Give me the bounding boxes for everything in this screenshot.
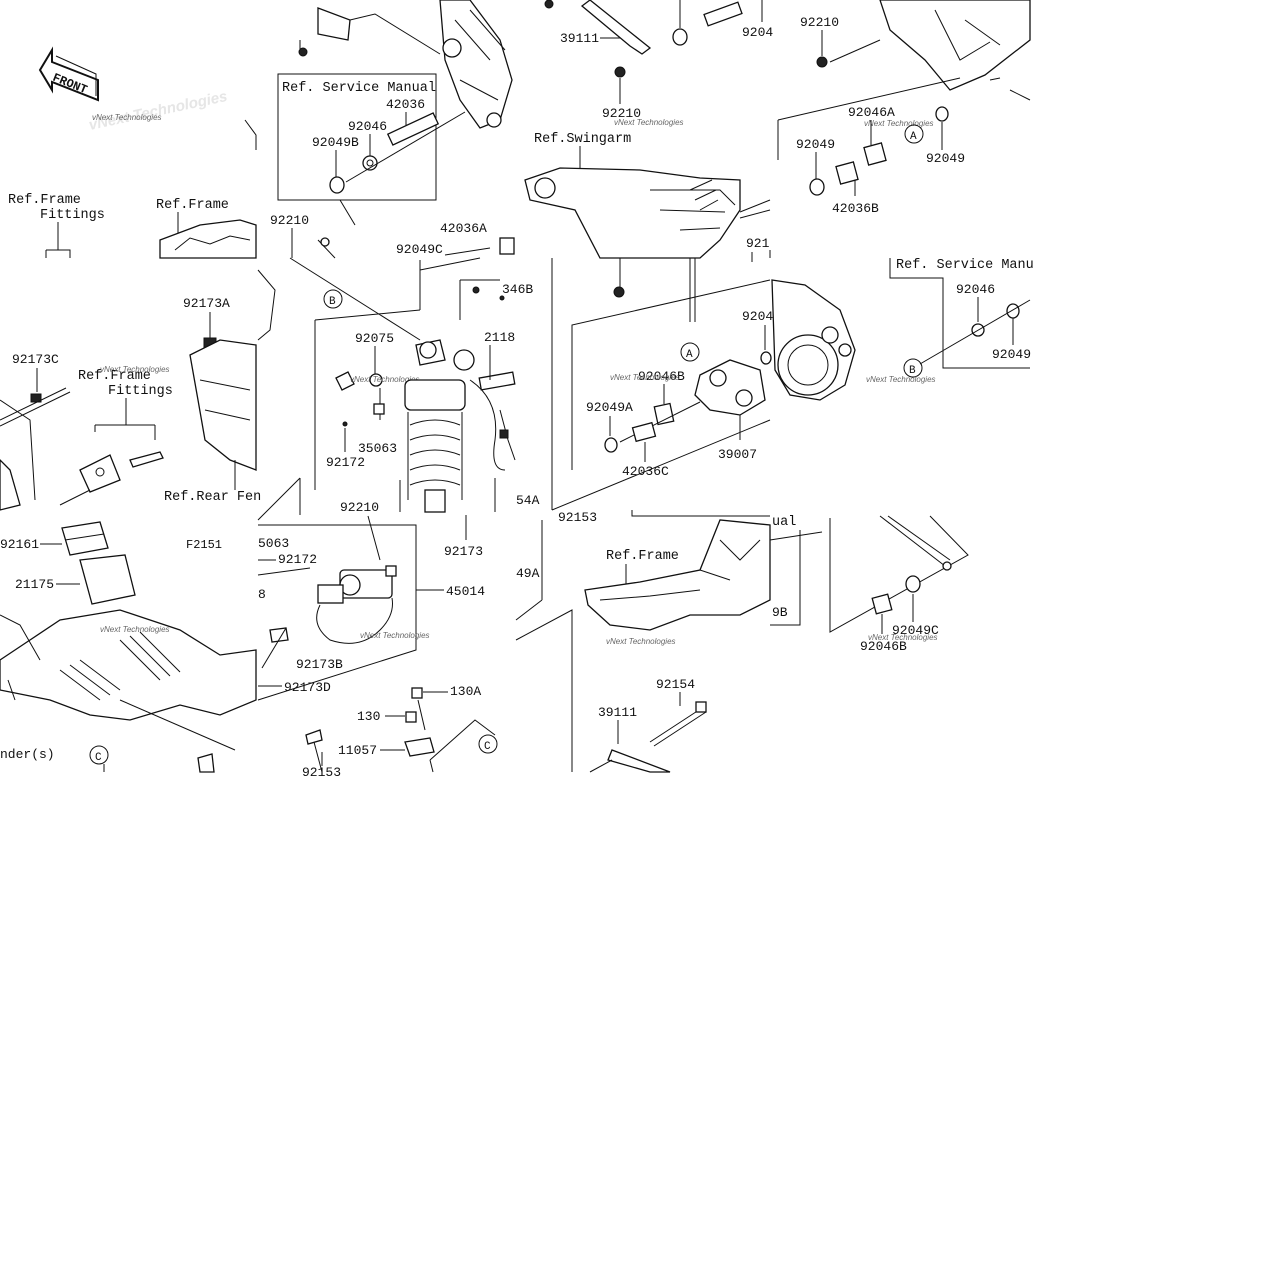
label-92210: 92210 bbox=[270, 213, 309, 228]
tile-row3-2: 92210 92173 5063 92172 45014 8 92173B 92… bbox=[257, 477, 498, 780]
label-ref-frame-1: Ref.Frame bbox=[156, 198, 229, 213]
label-9204-b: 9204 bbox=[742, 309, 773, 324]
label-ref-rear-fender: Ref.Rear Fen bbox=[164, 490, 261, 505]
label-5063: 5063 bbox=[258, 536, 289, 551]
label-92046a: 92046A bbox=[848, 105, 895, 120]
callout-c-right: C bbox=[484, 741, 491, 753]
label-130: 130 bbox=[357, 709, 380, 724]
label-346b: 346B bbox=[502, 282, 533, 297]
watermark-small: vNext Technologies bbox=[92, 113, 162, 122]
tile-row3-4: 92049C 92046B vNext Technologies bbox=[769, 515, 969, 654]
label-92046-c: 92046 bbox=[956, 282, 995, 297]
label-92172-b: 92172 bbox=[278, 552, 317, 567]
label-92153-b: 92153 bbox=[558, 510, 597, 525]
label-92173c: 92173C bbox=[12, 352, 59, 367]
label-92046b-b: 92046B bbox=[860, 639, 907, 654]
tile-row2-3: 921 9204 A 92046B vNext Technologies 390… bbox=[551, 236, 773, 511]
label-21175: 21175 bbox=[15, 577, 54, 592]
label-92046b: 92046B bbox=[638, 369, 685, 384]
label-92049-left: 92049 bbox=[796, 137, 835, 152]
label-921: 921 bbox=[746, 236, 770, 251]
label-130a: 130A bbox=[450, 684, 481, 699]
label-35063: 35063 bbox=[358, 441, 397, 456]
label-39111-b: 39111 bbox=[598, 705, 637, 720]
tile-row3-3: 92153 49A Ref.Frame vNext Technologies u… bbox=[515, 510, 801, 773]
watermark-3: vNext Technologies bbox=[864, 119, 934, 128]
label-92049-d: 92049 bbox=[992, 347, 1031, 362]
label-8: 8 bbox=[258, 587, 266, 602]
watermark-10: vNext Technologies bbox=[606, 637, 676, 646]
label-92173d: 92173D bbox=[284, 680, 331, 695]
watermark-5: vNext Technologies bbox=[350, 375, 420, 384]
tile-row3-1: 92161 21175 F2151 vNext Technologies C n… bbox=[0, 521, 257, 773]
label-92075: 92075 bbox=[355, 331, 394, 346]
label-92049-right: 92049 bbox=[926, 151, 965, 166]
tile-row2-4: Ref. Service Manu 92046 92049 B vNext Te… bbox=[771, 258, 1034, 401]
label-ref-service-manual-2: Ref. Service Manu bbox=[896, 258, 1034, 273]
watermark-11: vNext Technologies bbox=[868, 633, 938, 642]
label-49a: 49A bbox=[516, 566, 540, 581]
preload-adjuster bbox=[316, 565, 397, 644]
label-92049c-b: 92049C bbox=[892, 623, 939, 638]
label-92049b: 92049B bbox=[312, 135, 359, 150]
tile-top-2: Ref. Service Manual 42036 92046 92049B 9… bbox=[270, 0, 513, 259]
label-ref-swingarm: Ref.Swingarm bbox=[534, 132, 631, 147]
callout-b-right: B bbox=[909, 365, 916, 377]
callout-a-mid: A bbox=[686, 349, 693, 361]
label-54a: 54A bbox=[516, 493, 540, 508]
label-nders: nder(s) bbox=[0, 747, 55, 762]
label-92049c: 92049C bbox=[396, 242, 443, 257]
watermark-9: vNext Technologies bbox=[360, 631, 430, 640]
label-92173-mid: 92173 bbox=[444, 544, 483, 559]
tile-row2-2: 42036A 92049C B 346B 2118 92075 vNext Te… bbox=[289, 221, 540, 513]
label-ref-frame-3: Ref.Frame bbox=[606, 549, 679, 564]
label-92172: 92172 bbox=[326, 455, 365, 470]
label-92173a: 92173A bbox=[183, 296, 230, 311]
tile-row2-1: 92173A 92173C Ref.Frame Fittings vNext T… bbox=[0, 269, 276, 511]
label-92046: 92046 bbox=[348, 119, 387, 134]
label-92210-d: 92210 bbox=[340, 500, 379, 515]
callout-a-top: A bbox=[910, 131, 917, 143]
label-92049a: 92049A bbox=[586, 400, 633, 415]
watermark-7: vNext Technologies bbox=[866, 375, 936, 384]
label-39007: 39007 bbox=[718, 447, 757, 462]
shock-absorber bbox=[404, 339, 506, 513]
tile-top-4: 92210 92046A vNext Technologies A 92049 … bbox=[739, 0, 1031, 219]
callout-c-left: C bbox=[95, 752, 102, 764]
label-92154: 92154 bbox=[656, 677, 695, 692]
label-ual: ual bbox=[772, 515, 796, 530]
label-9b: 9B bbox=[772, 605, 788, 620]
tile-top-3: 39111 9204 92210 vNext Technologies Ref.… bbox=[524, 0, 773, 298]
label-ref-frame-fittings-1b: Fittings bbox=[40, 208, 105, 223]
watermark-6: vNext Technologies bbox=[610, 373, 680, 382]
label-2118: 2118 bbox=[484, 330, 515, 345]
callout-b-left: B bbox=[329, 296, 336, 308]
label-ref-service-manual-1: Ref. Service Manual bbox=[282, 81, 436, 96]
label-92173b: 92173B bbox=[296, 657, 343, 672]
label-ref-frame-fittings-2: Ref.Frame bbox=[78, 369, 151, 384]
label-42036a: 42036A bbox=[440, 221, 487, 236]
figure-code: F2151 bbox=[186, 538, 222, 552]
label-39111: 39111 bbox=[560, 31, 599, 46]
label-42036b: 42036B bbox=[832, 201, 879, 216]
label-ref-frame-fittings-2b: Fittings bbox=[108, 384, 173, 399]
label-92161: 92161 bbox=[0, 537, 39, 552]
label-92210-b: 92210 bbox=[602, 106, 641, 121]
label-11057: 11057 bbox=[338, 743, 377, 758]
label-42036c: 42036C bbox=[622, 464, 669, 479]
label-42036: 42036 bbox=[386, 97, 425, 112]
watermark-4: vNext Technologies bbox=[100, 365, 170, 374]
watermark-2: vNext Technologies bbox=[614, 118, 684, 127]
label-9204: 9204 bbox=[742, 25, 773, 40]
label-ref-frame-fittings-1: Ref.Frame bbox=[8, 193, 81, 208]
label-92210-c: 92210 bbox=[800, 15, 839, 30]
label-45014: 45014 bbox=[446, 584, 485, 599]
label-92153: 92153 bbox=[302, 765, 341, 780]
watermark-8: vNext Technologies bbox=[100, 625, 170, 634]
